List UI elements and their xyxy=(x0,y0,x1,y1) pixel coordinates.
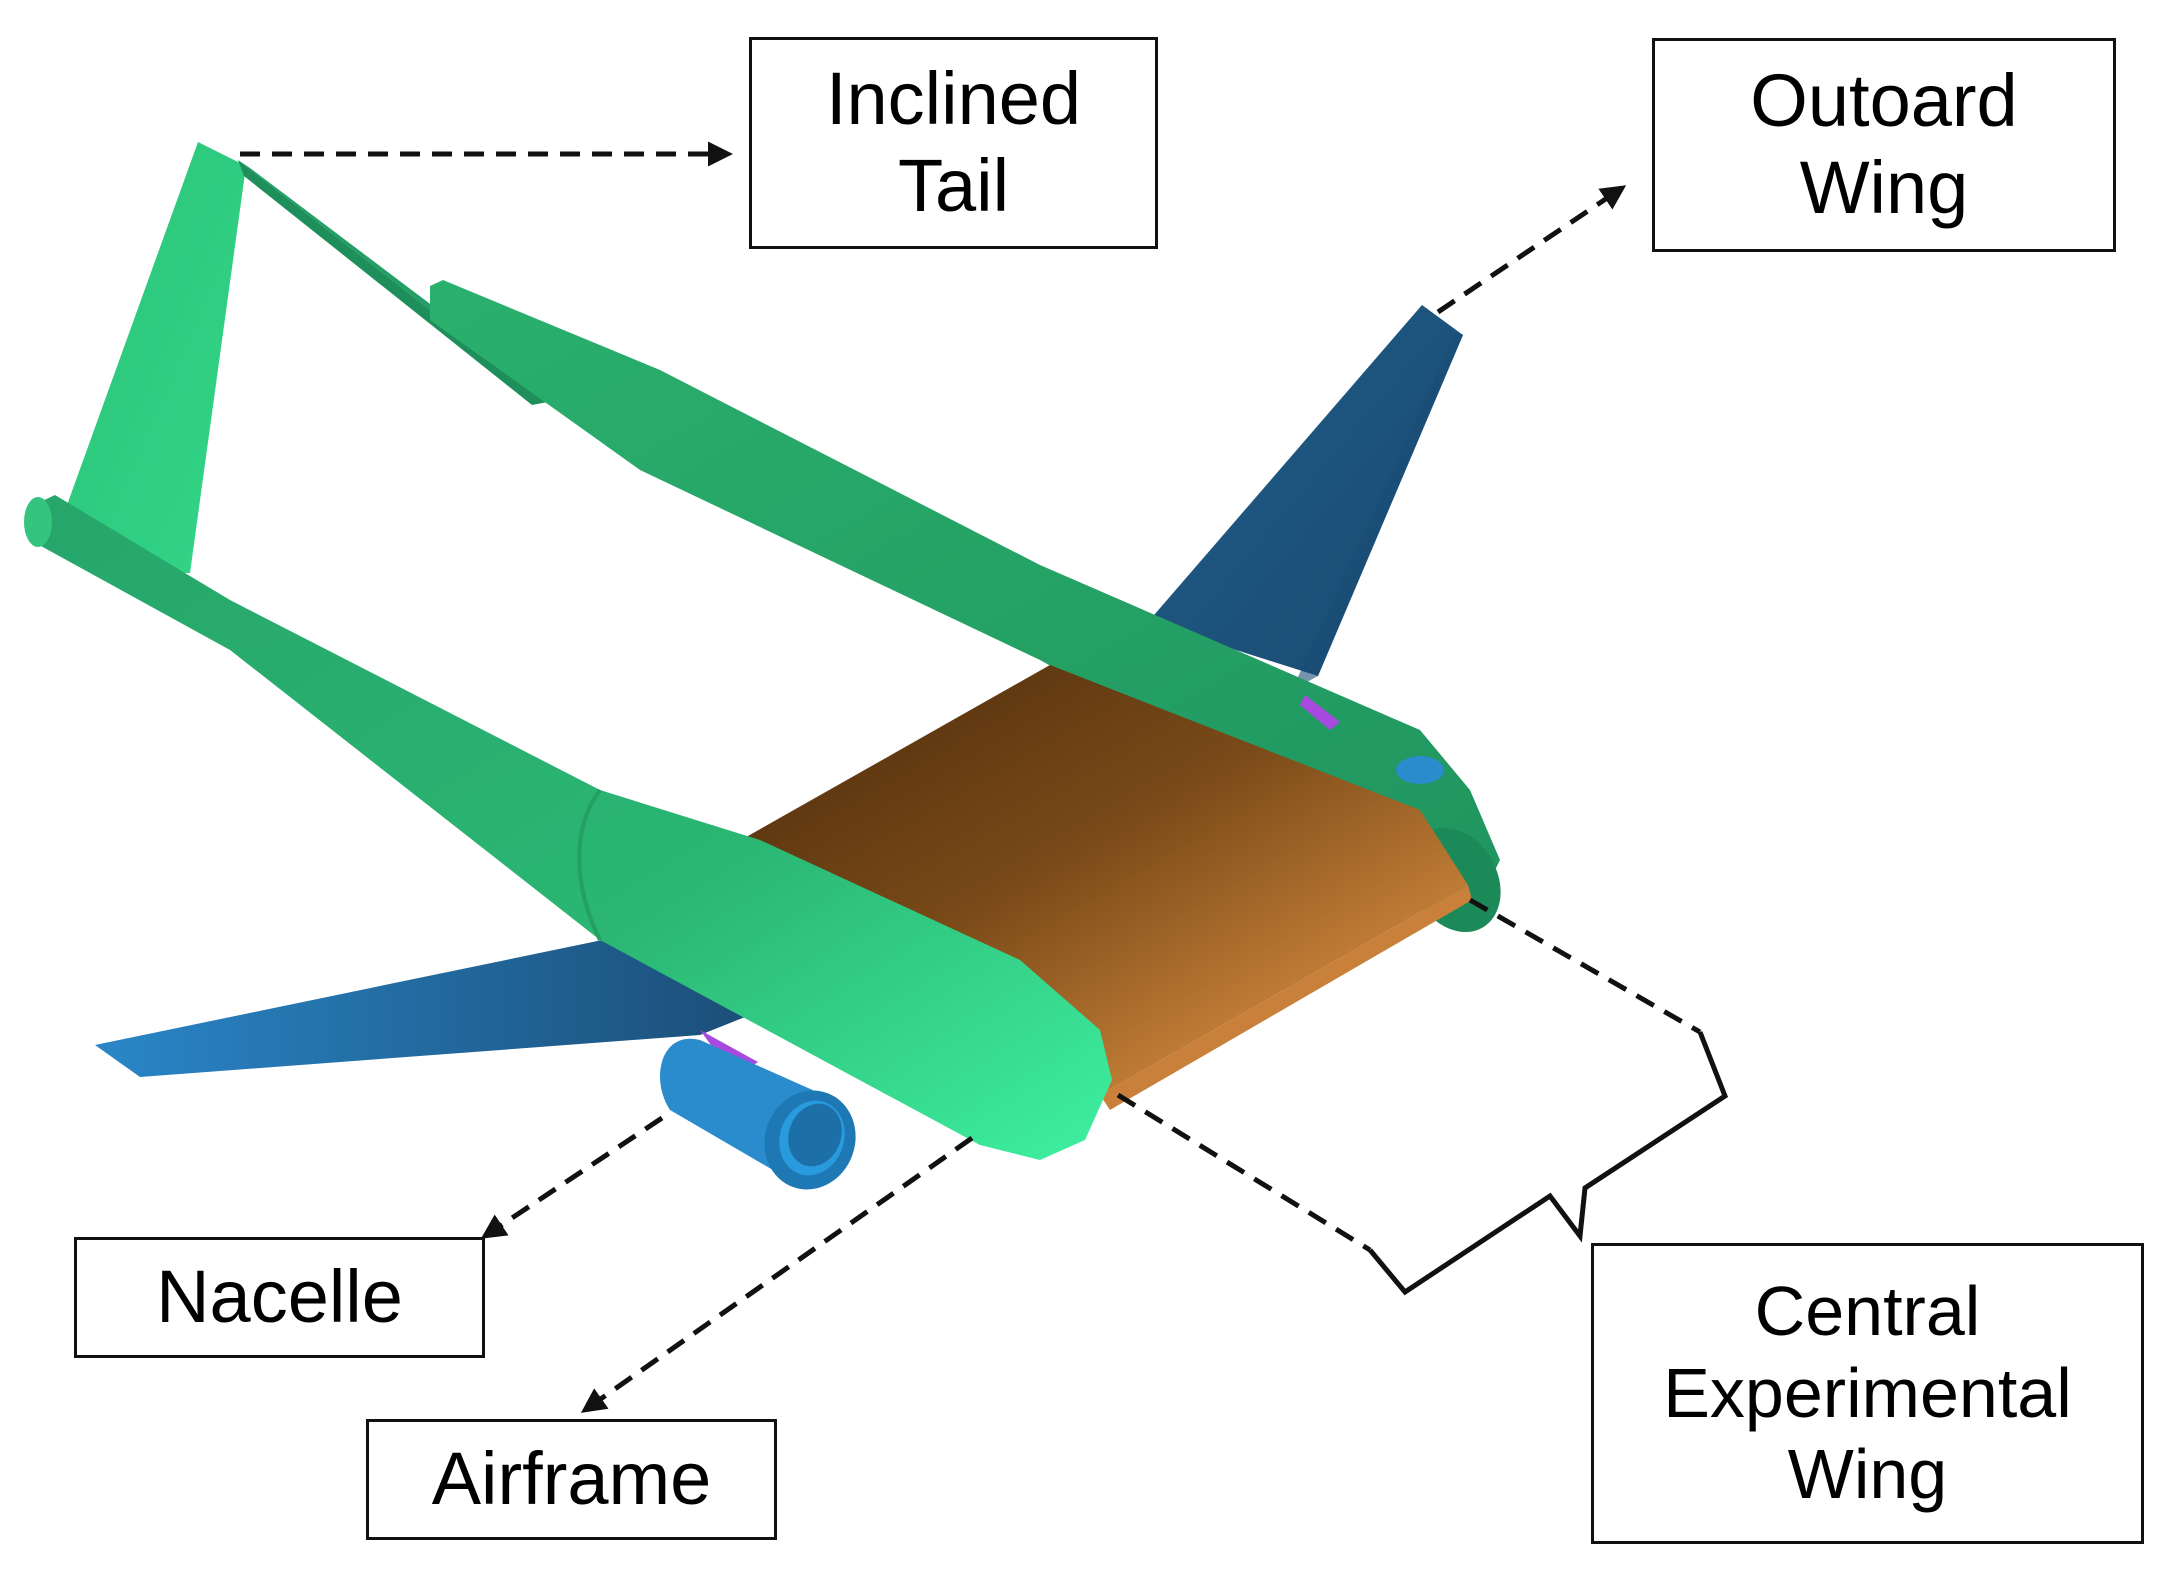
inclined-tail-label-line1: Inclined xyxy=(825,57,1082,141)
outboard-wing-label-line1: Outoard xyxy=(1750,59,2018,143)
pylon-right xyxy=(1300,695,1340,730)
airframe-label: Airframe xyxy=(366,1419,777,1540)
nacelle xyxy=(660,1030,856,1190)
inclined-tail-label: Inclined Tail xyxy=(749,37,1158,249)
leader-airframe xyxy=(580,1135,974,1413)
central-wing-brace xyxy=(1368,1031,1729,1296)
central-wing-label-line3: Wing xyxy=(1787,1435,1948,1514)
nacelle-label: Nacelle xyxy=(74,1237,485,1358)
inclined-tail-vertical-fin xyxy=(58,142,246,573)
leader-nacelle xyxy=(480,1115,664,1239)
central-wing-label-line2: Experimental xyxy=(1663,1353,2072,1432)
leader-central-rear xyxy=(1116,1092,1372,1253)
central-experimental-wing xyxy=(732,665,1472,1110)
outboard-wing-label: Outoard Wing xyxy=(1652,38,2116,252)
nacelle-right xyxy=(1396,756,1444,784)
outboard-wing-left xyxy=(95,938,800,1077)
leader-outboard-wing xyxy=(1436,185,1627,315)
outboard-wing-label-line2: Wing xyxy=(1799,146,1969,229)
inclined-tail-label-line2: Tail xyxy=(897,144,1010,227)
central-wing-label-line1: Central xyxy=(1754,1271,1981,1350)
outboard-wing-right xyxy=(1148,305,1463,690)
airframe-label-text: Airframe xyxy=(431,1437,712,1521)
leader-lines xyxy=(240,141,1702,1413)
airframe-lower-boom xyxy=(24,495,1112,1160)
central-experimental-wing-label: Central Experimental Wing xyxy=(1591,1243,2144,1544)
leader-central-front xyxy=(1468,897,1702,1035)
nacelle-label-text: Nacelle xyxy=(156,1255,403,1339)
